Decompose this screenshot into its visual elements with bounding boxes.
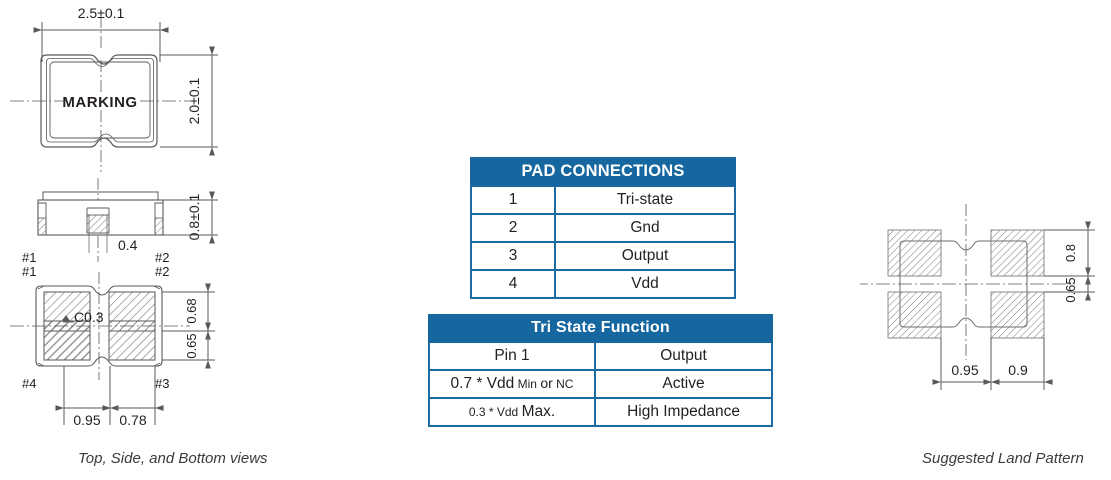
pad-connections-table: PAD CONNECTIONS 1 Tri-state 2 Gnd 3 Outp…: [470, 157, 736, 299]
bottom-view-pad-height-dim: 0.68: [184, 298, 199, 323]
land-pattern-caption: Suggested Land Pattern: [922, 450, 1084, 467]
table-row: 2 Gnd: [470, 213, 736, 243]
tri-state-title: Tri State Function: [428, 314, 773, 343]
tri-state-output-cell: High Impedance: [594, 397, 773, 427]
pad-function-cell: Gnd: [554, 213, 736, 243]
table-header-row: Tri State Function: [428, 314, 773, 343]
bottom-view-pitch-dim: 0.65: [184, 333, 199, 358]
side-view-pad-width-dim: 0.4: [118, 237, 138, 253]
top-view-marking-label: MARKING: [62, 94, 137, 111]
land-pattern-drawing: 0.8 0.65 0.95 0.9: [860, 204, 1095, 390]
pad-function-cell: Vdd: [554, 269, 736, 299]
table-row: 3 Output: [470, 241, 736, 271]
bottom-view-pin2-label: #2: [155, 264, 169, 279]
land-pattern-pad-width-dim: 0.9: [1008, 362, 1028, 378]
condition-qualifier: Min: [517, 376, 537, 391]
bottom-view-pin3-label: #3: [155, 376, 169, 391]
condition-value: 0.7 * Vdd: [450, 374, 515, 392]
tri-state-output-cell: Active: [594, 369, 773, 399]
pad-pin-cell: 1: [470, 185, 556, 215]
bottom-view-pin4-label: #4: [22, 376, 36, 391]
left-views-panel: 2.5±0.1 MARKING 2.0±0.1 0.8±0.1 0.4 #1 #…: [0, 0, 250, 440]
bottom-view-span-dim: 0.95: [73, 412, 100, 428]
pad-function-cell: Tri-state: [554, 185, 736, 215]
condition-alt: NC: [556, 376, 574, 391]
left-views-caption: Top, Side, and Bottom views: [78, 450, 268, 467]
tri-state-output-header: Output: [594, 341, 773, 371]
tri-state-pin-header: Pin 1: [428, 341, 596, 371]
table-row: 0.3 * Vdd Max. High Impedance: [428, 397, 773, 427]
side-view-pin2-label: #2: [155, 250, 169, 265]
chamfer-label: C0.3: [74, 309, 104, 325]
bottom-view-pin1-label: #1: [22, 264, 36, 279]
table-row: 1 Tri-state: [470, 185, 736, 215]
left-views-drawing: 2.5±0.1 MARKING 2.0±0.1 0.8±0.1 0.4 #1 #…: [10, 5, 218, 428]
pad-pin-cell: 3: [470, 241, 556, 271]
pad-pin-cell: 4: [470, 269, 556, 299]
side-view-height-dim: 0.8±0.1: [186, 193, 202, 240]
land-pattern-pitch-dim: 0.65: [1063, 277, 1078, 302]
tri-state-condition-cell: 0.3 * Vdd Max.: [428, 397, 596, 427]
pad-function-cell: Output: [554, 241, 736, 271]
pad-connections-title: PAD CONNECTIONS: [470, 157, 736, 187]
land-pattern-panel: 0.8 0.65 0.95 0.9: [860, 200, 1110, 415]
side-view-pin1-label: #1: [22, 250, 36, 265]
top-view-height-dim: 2.0±0.1: [186, 77, 202, 124]
land-pattern-pad-height-dim: 0.8: [1063, 244, 1078, 262]
table-row: 4 Vdd: [470, 269, 736, 299]
condition-qualifier: Max.: [521, 402, 556, 420]
condition-conjunction: or: [540, 374, 553, 391]
table-row: 0.7 * Vdd Min or NC Active: [428, 369, 773, 399]
table-subheader-row: Pin 1 Output: [428, 341, 773, 371]
tri-state-condition-cell: 0.7 * Vdd Min or NC: [428, 369, 596, 399]
table-header-row: PAD CONNECTIONS: [470, 157, 736, 187]
land-pattern-span-dim: 0.95: [951, 362, 978, 378]
bottom-view-pad-width-dim: 0.78: [119, 412, 146, 428]
pad-pin-cell: 2: [470, 213, 556, 243]
tri-state-function-table: Tri State Function Pin 1 Output 0.7 * Vd…: [428, 314, 773, 427]
top-view-width-dim: 2.5±0.1: [78, 5, 125, 21]
condition-value: 0.3 * Vdd: [468, 404, 519, 419]
